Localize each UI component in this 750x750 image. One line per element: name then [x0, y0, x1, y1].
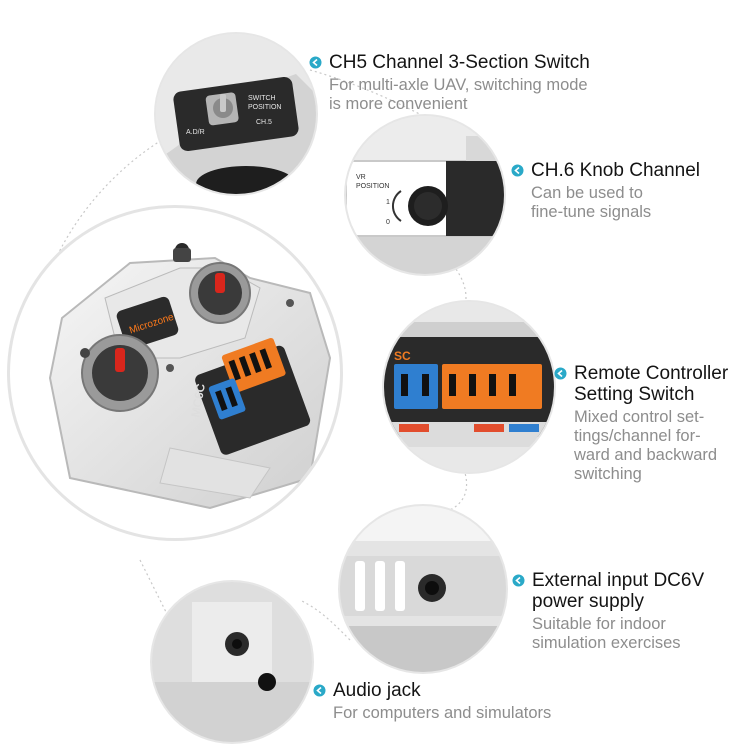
feature-title: Remote Controller Setting Switch: [574, 363, 729, 405]
setting-switch-circle: SC: [384, 302, 554, 472]
svg-text:POSITION: POSITION: [248, 104, 281, 111]
feature-desc: For computers and simulators: [333, 704, 552, 722]
feature-desc: Can be used to fine-tune signals: [531, 184, 652, 221]
adr-label: A.D/R: [186, 129, 205, 136]
bullet-icon: [512, 574, 525, 587]
vr-0-label: 0: [386, 219, 390, 226]
ch5-switch-image: SWITCH POSITION CH.5 A.D/R: [156, 34, 316, 194]
rc-transmitter-image: Microzone MC6C: [48, 243, 332, 510]
main-product-circle: Microzone MC6C: [10, 208, 340, 538]
dc-input-circle: [340, 506, 506, 672]
feature-desc: For multi-axle UAV, switching mode is mo…: [329, 76, 588, 113]
feature-title: Audio jack: [333, 680, 421, 701]
model-text: MC6C: [188, 382, 208, 418]
switch-position-label: SWITCH: [248, 95, 276, 102]
ch6-knob-image: VR POSITION 1 0: [346, 116, 504, 274]
dc-input-image: [340, 506, 506, 672]
bullet-icon: [309, 56, 322, 69]
feature-title: CH.6 Knob Channel: [531, 160, 700, 181]
feature-ch5: CH5 Channel 3-Section Switch For multi-a…: [309, 52, 590, 114]
feature-title: External input DC6V power supply: [532, 570, 705, 612]
bullet-icon: [554, 367, 567, 380]
feature-dc-input: External input DC6V power supply Suitabl…: [512, 570, 704, 653]
svg-text:POSITION: POSITION: [356, 183, 389, 190]
feature-title: CH5 Channel 3-Section Switch: [329, 52, 590, 73]
ch5-switch-circle: SWITCH POSITION CH.5 A.D/R: [156, 34, 316, 194]
vr-1-label: 1: [386, 199, 390, 206]
svg-text:VR: VR: [356, 174, 366, 181]
audio-jack-image: [152, 582, 312, 742]
setting-switch-image: SC: [384, 302, 554, 472]
audio-jack-circle: [152, 582, 312, 742]
feature-setting-switch: Remote Controller Setting Switch Mixed c…: [554, 363, 728, 484]
svg-text:SC: SC: [394, 349, 411, 363]
ch6-knob-circle: VR POSITION 1 0: [346, 116, 504, 274]
ch5-label: CH.5: [256, 119, 272, 126]
feature-audio-jack: Audio jack For computers and simulators: [313, 680, 551, 723]
bullet-icon: [313, 684, 326, 697]
feature-desc: Suitable for indoor simulation exercises: [532, 615, 681, 652]
feature-ch6: CH.6 Knob Channel Can be used to fine-tu…: [511, 160, 700, 222]
bullet-icon: [511, 164, 524, 177]
feature-desc: Mixed control set- tings/channel for- wa…: [574, 408, 718, 483]
